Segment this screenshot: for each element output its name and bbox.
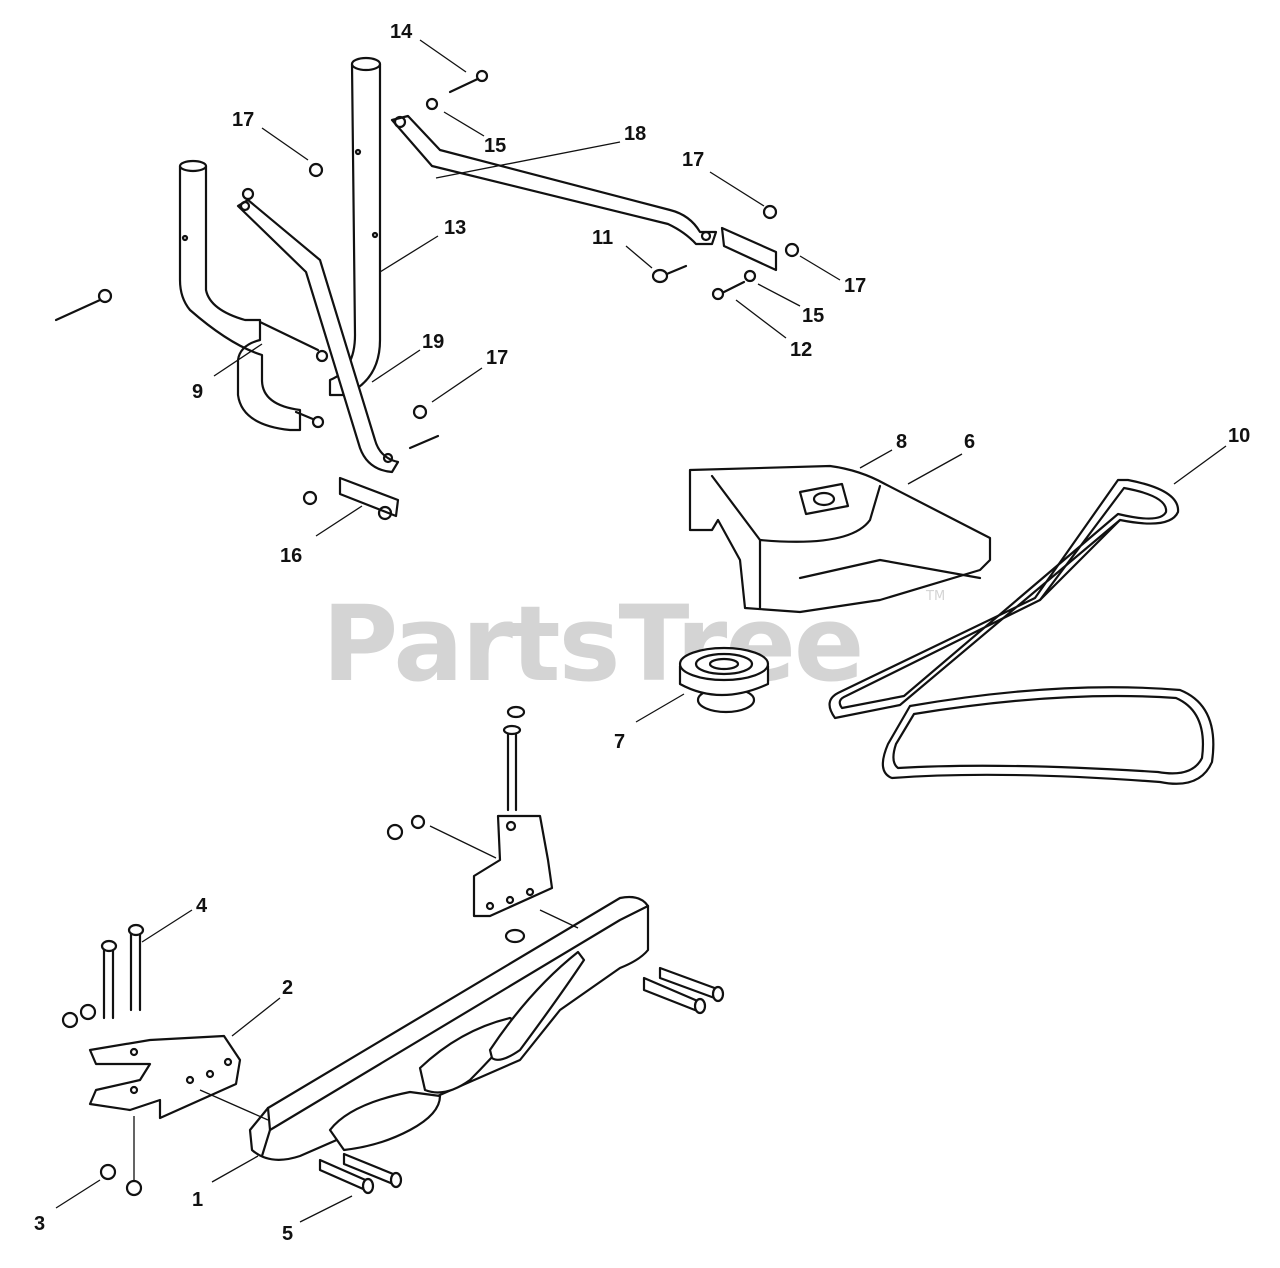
callout-11: 11	[592, 227, 613, 249]
bracket-right	[720, 226, 778, 272]
leader-lines	[55, 39, 1227, 1223]
callout-17-middle: 17	[486, 347, 508, 369]
idler-pulley-7	[678, 646, 770, 714]
callout-8: 8	[896, 431, 907, 453]
drive-belt-10	[828, 478, 1215, 785]
callout-6: 6	[964, 431, 975, 453]
callout-13: 13	[444, 217, 466, 239]
lever-tube-short	[178, 164, 302, 432]
control-link-18	[390, 114, 718, 246]
callout-14: 14	[390, 21, 413, 43]
callout-labels: 1 2 3 4 5 6 7 8 9 10 11 12 13 14 15 15 1…	[34, 21, 1250, 1245]
bracket-2	[88, 1034, 242, 1120]
bumper-beam-1	[248, 895, 650, 1161]
callout-19: 19	[422, 331, 444, 353]
callout-5: 5	[282, 1223, 293, 1245]
callout-9: 9	[192, 381, 203, 403]
front-bumper-assembly	[61, 705, 725, 1197]
callout-16: 16	[280, 545, 302, 567]
callout-2: 2	[282, 977, 293, 999]
lever-tube-top	[350, 56, 382, 72]
belt-guard-label	[798, 482, 850, 516]
callout-15-lower: 15	[802, 305, 824, 327]
lever-tube-short-top	[178, 159, 208, 173]
lever-assembly	[54, 56, 800, 521]
callout-3: 3	[34, 1213, 45, 1235]
callout-1: 1	[192, 1189, 203, 1211]
link-bar-diagonal	[236, 198, 400, 474]
callout-4: 4	[196, 895, 208, 917]
belt-guard-body	[688, 464, 992, 614]
callout-17-top-right: 17	[682, 149, 704, 171]
callout-7: 7	[614, 731, 625, 753]
callout-15-upper: 15	[484, 135, 506, 157]
watermark-trademark: TM	[925, 589, 945, 604]
callout-17-right: 17	[844, 275, 866, 297]
belt-guard	[688, 464, 992, 614]
hardware-upper	[54, 69, 800, 506]
callout-10: 10	[1228, 425, 1250, 447]
callout-12: 12	[790, 339, 812, 361]
callout-18: 18	[624, 123, 646, 145]
callout-17-top-left: 17	[232, 109, 254, 131]
